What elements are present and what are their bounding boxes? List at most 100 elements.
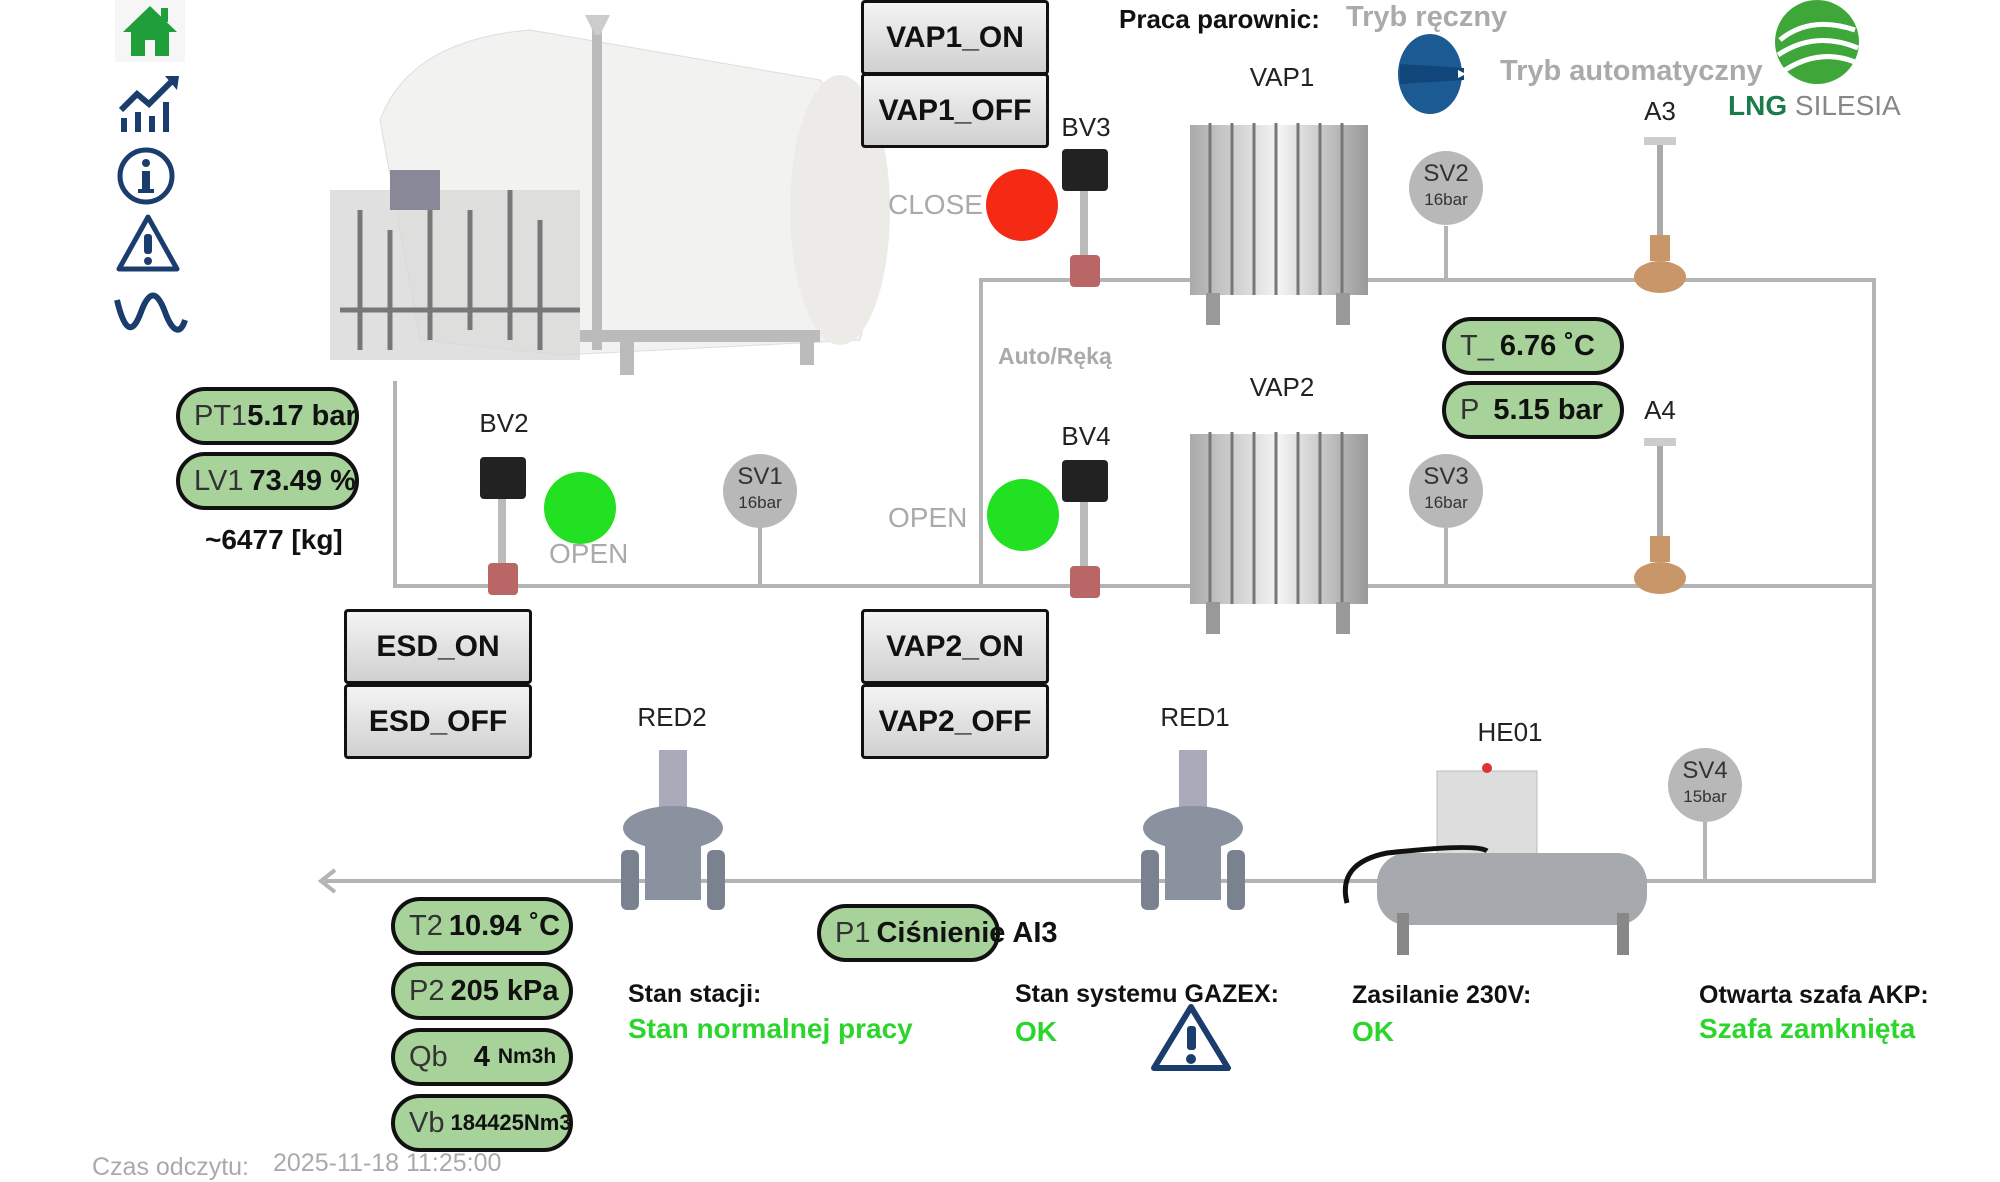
t-readout: T_6.76 ˚C — [1442, 317, 1624, 375]
sv4-safety-valve: SV4 15bar — [1668, 748, 1742, 822]
red2-label: RED2 — [637, 702, 707, 732]
mode-auto[interactable]: Tryb automatyczny — [1500, 55, 1763, 87]
trend-chart-icon — [118, 76, 179, 132]
qb-unit: Nm3h — [497, 1045, 557, 1068]
warning-icon — [116, 214, 180, 272]
nav-info[interactable] — [115, 145, 177, 207]
red1-regulator-image — [1141, 750, 1245, 910]
bv2-valve[interactable] — [476, 455, 530, 597]
read-time-label: Czas odczytu: — [92, 1153, 250, 1181]
cabinet-status-label: Otwarta szafa AKP: — [1699, 981, 1929, 1009]
station-status-value: Stan normalnej pracy — [628, 1013, 913, 1044]
qb-key: Qb — [409, 1040, 448, 1073]
mode-manual[interactable]: Tryb ręczny — [1346, 1, 1508, 33]
vap2-off-button[interactable]: VAP2_OFF — [861, 684, 1049, 759]
station-status-label: Stan stacji: — [628, 980, 762, 1008]
sv4-rating: 15bar — [1683, 787, 1727, 806]
t2-value: 10.94 ˚C — [448, 909, 561, 942]
outlet-arrow-icon — [317, 868, 337, 894]
sv4-name: SV4 — [1682, 757, 1728, 784]
p-value: 5.15 bar — [1493, 393, 1603, 426]
mode-label: Praca parownic: — [1119, 4, 1320, 34]
gazex-status-label: Stan systemu GAZEX: — [1015, 980, 1279, 1008]
sv1-rating: 16bar — [738, 493, 782, 512]
esd-on-button[interactable]: ESD_ON — [344, 609, 532, 684]
t-value: 6.76 ˚C — [1499, 329, 1595, 362]
sv1-name: SV1 — [737, 463, 783, 490]
logo-lng: LNG — [1728, 90, 1788, 121]
gazex-status-value: OK — [1015, 1016, 1057, 1047]
nav-trends[interactable] — [115, 72, 185, 134]
bv3-label: BV3 — [1061, 112, 1111, 142]
p-readout: P 5.15 bar — [1442, 381, 1624, 439]
p1-key: P1 — [835, 916, 871, 949]
qb-readout: Qb 4 Nm3h — [391, 1028, 573, 1086]
info-icon — [117, 147, 175, 205]
gazex-warning-icon[interactable] — [1148, 1002, 1234, 1074]
sv1-safety-valve: SV1 16bar — [723, 454, 797, 528]
p2-value: 205 kPa — [450, 974, 559, 1007]
power-status-label: Zasilanie 230V: — [1352, 981, 1532, 1009]
bv2-status-indicator — [544, 472, 616, 544]
vb-key: Vb — [409, 1106, 445, 1139]
t-key: T_ — [1460, 329, 1494, 362]
cabinet-status-value: Szafa zamknięta — [1699, 1013, 1916, 1044]
vap2-on-button[interactable]: VAP2_ON — [861, 609, 1049, 684]
p1-value: Ciśnienie AI3 — [876, 916, 1058, 949]
a3-label: A3 — [1644, 96, 1676, 126]
vap1-on-button[interactable]: VAP1_ON — [861, 0, 1049, 75]
vap2-label: VAP2 — [1249, 372, 1315, 402]
vap1-label: VAP1 — [1249, 62, 1315, 92]
bv3-valve[interactable] — [1058, 147, 1112, 289]
esd-off-button[interactable]: ESD_OFF — [344, 684, 532, 759]
sv3-rating: 16bar — [1424, 493, 1468, 512]
bv4-status-indicator — [987, 479, 1059, 551]
bv2-state: OPEN — [549, 538, 629, 569]
vap2-vaporizer-image — [1190, 432, 1368, 634]
home-icon — [123, 6, 177, 56]
bv4-label: BV4 — [1061, 421, 1111, 451]
p2-key: P2 — [409, 974, 445, 1007]
red2-regulator-image — [621, 750, 725, 910]
p-key: P — [1460, 393, 1480, 426]
lv1-value: 73.49 % — [249, 464, 356, 497]
nav-signals[interactable] — [113, 290, 189, 336]
nav-home[interactable] — [115, 0, 185, 62]
power-status-value: OK — [1352, 1016, 1394, 1047]
a4-valve[interactable] — [1628, 436, 1692, 604]
t2-key: T2 — [409, 909, 443, 942]
he01-label: HE01 — [1477, 717, 1543, 747]
vb-value: 184425Nm3 — [450, 1110, 572, 1135]
pt1-key: PT1 — [194, 399, 248, 432]
bv4-state: OPEN — [888, 502, 968, 533]
pt1-value: 5.17 bar — [247, 399, 357, 432]
nav-alarms[interactable] — [115, 212, 181, 274]
lng-tank-image — [330, 15, 890, 375]
vap1-vaporizer-image — [1190, 123, 1368, 325]
a3-valve[interactable] — [1628, 135, 1692, 303]
mode-selector-switch[interactable] — [1392, 30, 1472, 118]
sv2-rating: 16bar — [1424, 190, 1468, 209]
bv3-state: CLOSE — [888, 189, 983, 220]
tank-mass: ~6477 [kg] — [205, 524, 343, 555]
bv4-valve[interactable] — [1058, 458, 1112, 600]
lv1-key: LV1 — [194, 464, 244, 497]
auto-hand-label: Auto/Ręką — [998, 343, 1112, 369]
he01-heater-image — [1342, 763, 1647, 955]
bv2-label: BV2 — [479, 408, 529, 438]
vap1-off-button[interactable]: VAP1_OFF — [861, 73, 1049, 148]
wave-icon — [114, 292, 188, 333]
logo-silesia: SILESIA — [1794, 90, 1901, 121]
qb-value: 4 — [473, 1040, 490, 1073]
bv3-status-indicator — [986, 169, 1058, 241]
red1-label: RED1 — [1160, 702, 1230, 732]
lng-silesia-logo: LNG SILESIA — [1725, 0, 1905, 125]
read-time-value: 2025-11-18 11:25:00 — [273, 1149, 502, 1177]
